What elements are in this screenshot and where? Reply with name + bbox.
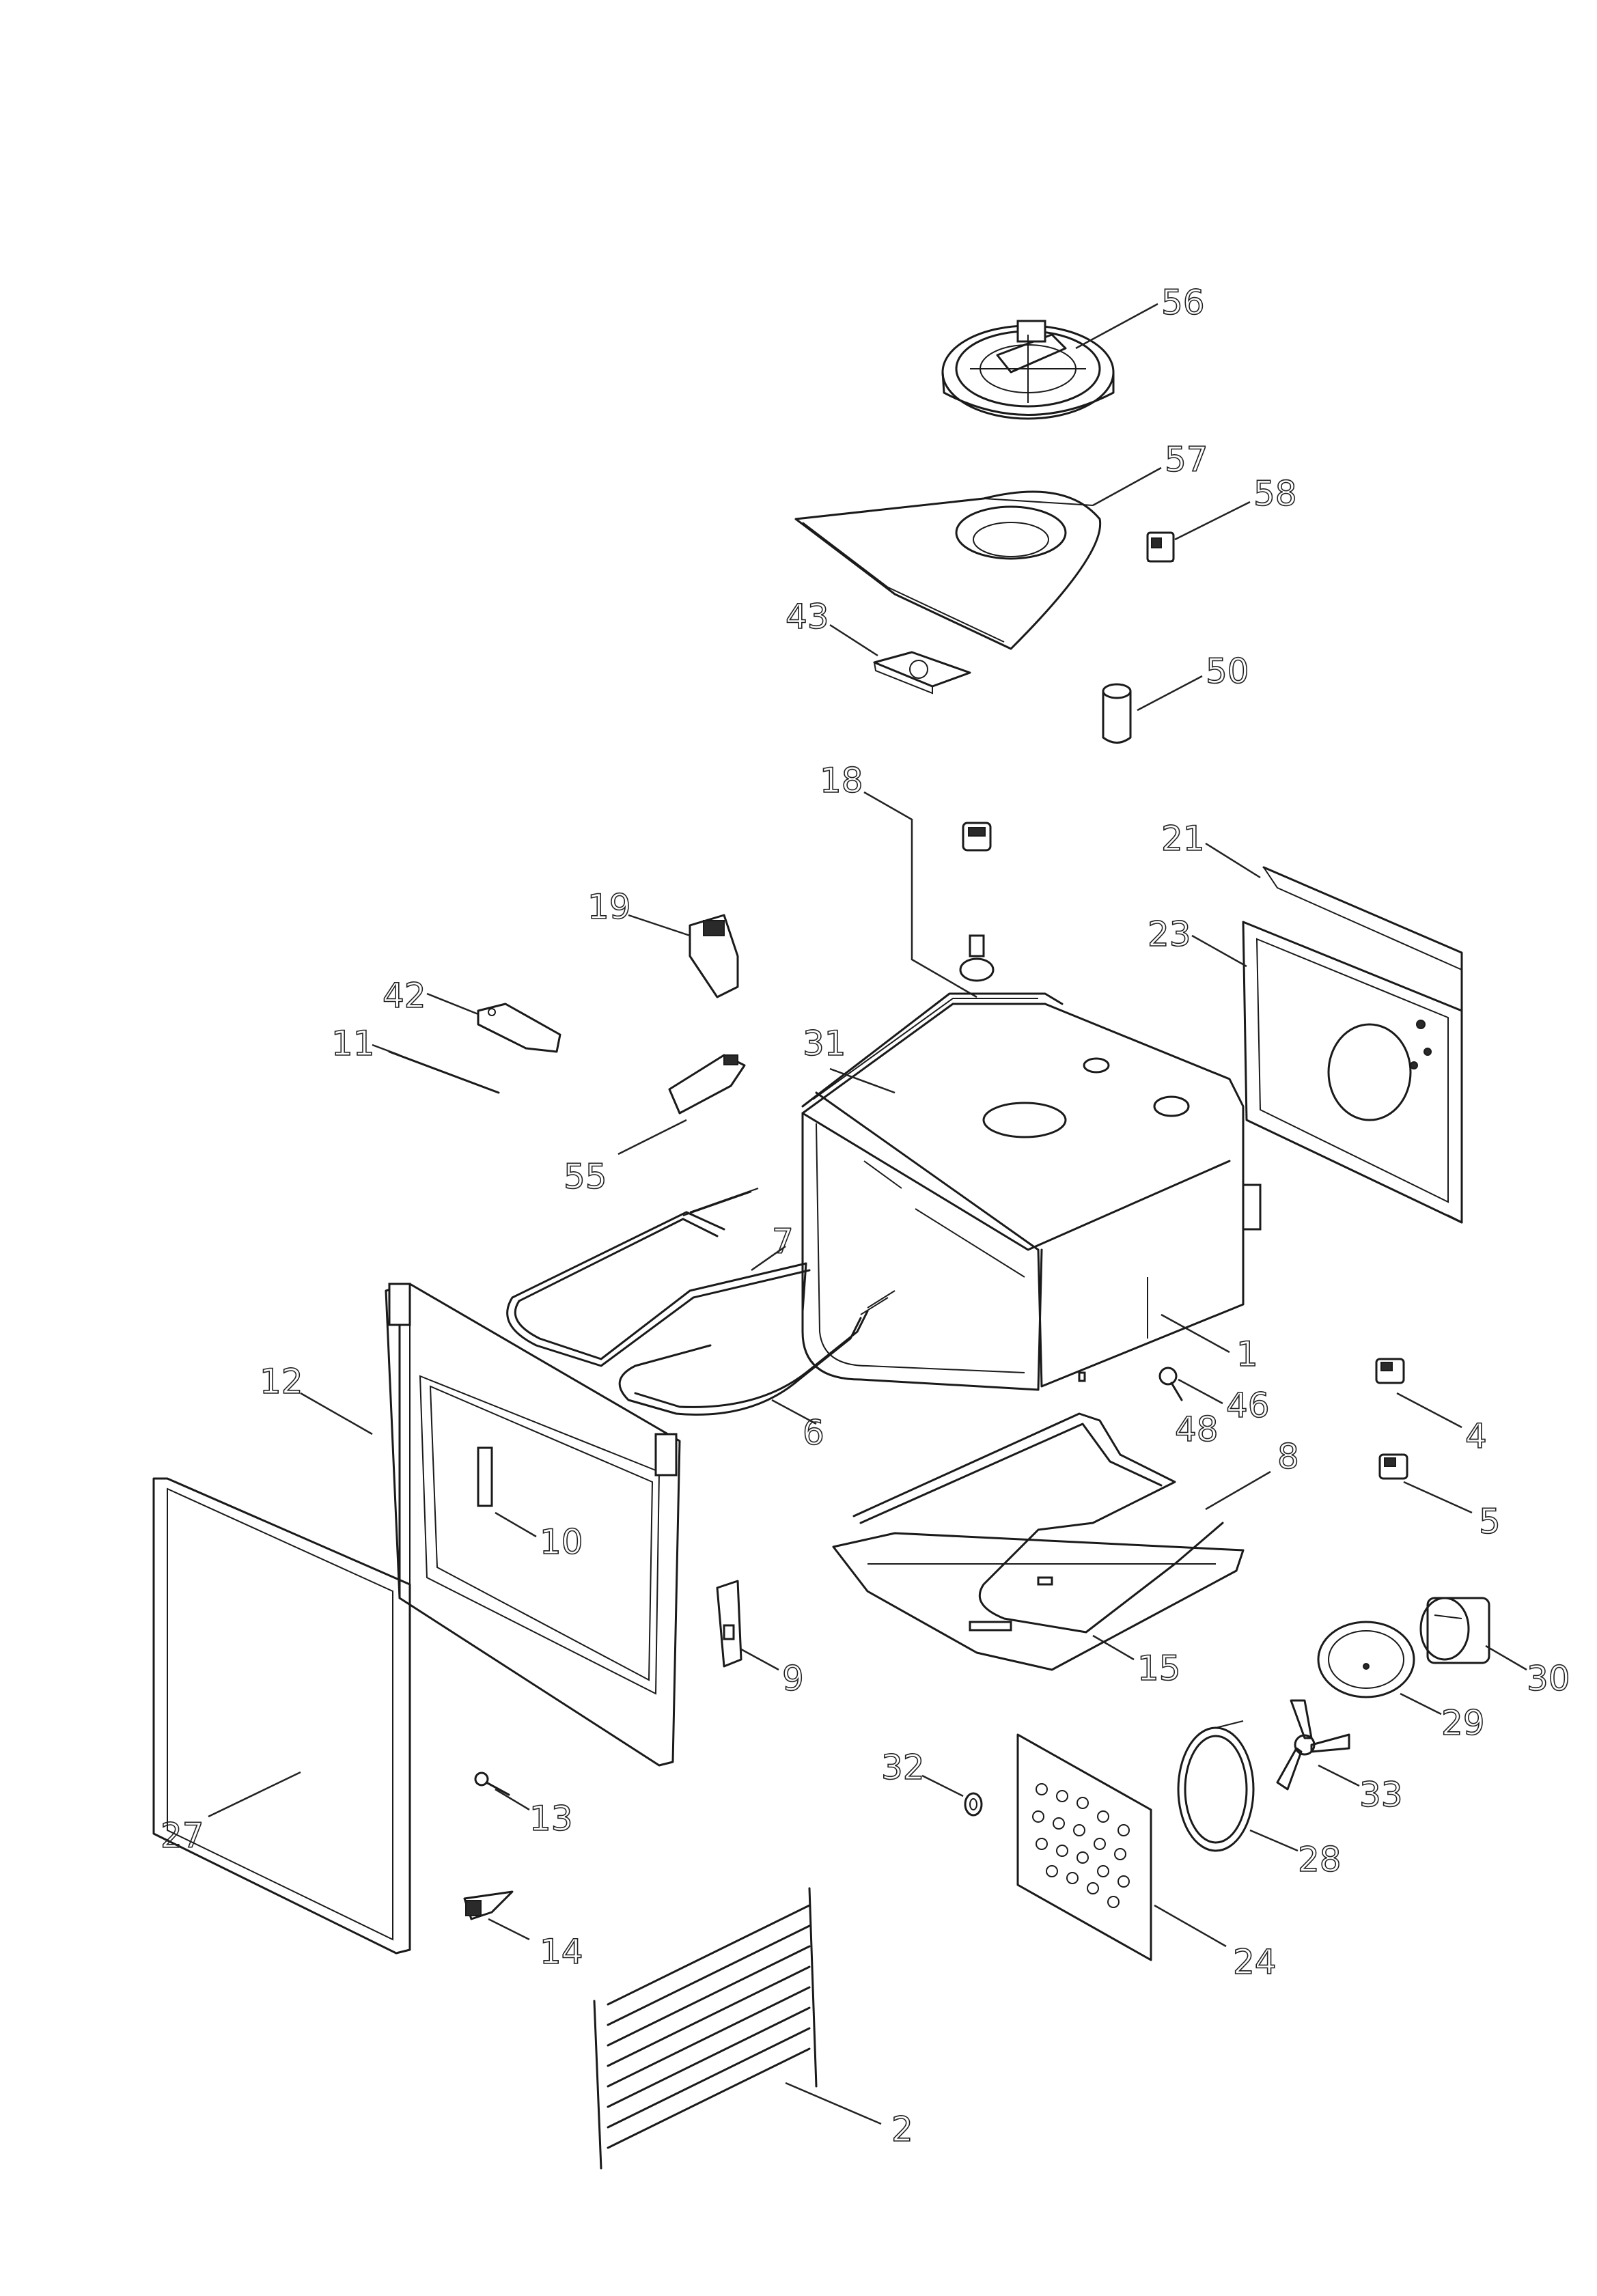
label-6: 6	[803, 1413, 824, 1453]
part-28-circular-element	[1177, 1720, 1255, 1852]
part-27-door-glass	[152, 1477, 411, 1955]
part-31-top-insulation	[801, 992, 1064, 1108]
label-2: 2	[891, 2110, 913, 2149]
part-labels: 56 57 58 43 50 18 21 23 19 42 11 31 55 7…	[160, 282, 1570, 2150]
label-5: 5	[1479, 1502, 1501, 1541]
label-15: 15	[1137, 1649, 1181, 1688]
part-30-fan-motor	[1419, 1597, 1490, 1664]
part-2-side-rack	[593, 1887, 818, 2170]
label-8: 8	[1277, 1437, 1299, 1476]
label-55: 55	[564, 1157, 607, 1196]
label-23: 23	[1148, 914, 1191, 954]
label-21: 21	[1161, 819, 1205, 858]
part-9-side-bracket	[716, 1580, 742, 1668]
label-29: 29	[1441, 1703, 1485, 1743]
label-18: 18	[820, 761, 863, 800]
label-4: 4	[1465, 1416, 1487, 1456]
part-33-fan-blade	[1276, 1699, 1350, 1791]
label-11: 11	[331, 1024, 375, 1063]
part-32-nut	[964, 1792, 983, 1817]
part-7-top-heating-element	[506, 1188, 811, 1367]
part-11-rod	[388, 1050, 500, 1094]
part-15-bottom-tray	[832, 1532, 1245, 1671]
label-46: 46	[1226, 1386, 1270, 1425]
part-8-lower-heating-element	[852, 1412, 1224, 1634]
part-58-switch	[1146, 531, 1175, 563]
label-28: 28	[1298, 1840, 1342, 1879]
part-42-hinge-bracket	[477, 1003, 561, 1053]
part-21-insulation	[1262, 866, 1463, 1224]
part-6-heating-element	[618, 1290, 895, 1416]
part-43-plate	[873, 651, 971, 695]
label-50: 50	[1206, 652, 1249, 691]
label-7: 7	[772, 1222, 794, 1261]
label-43: 43	[786, 597, 829, 636]
label-12: 12	[260, 1362, 303, 1401]
part-18-oven-lamp	[959, 822, 995, 982]
part-1-oven-cavity	[801, 1003, 1262, 1391]
label-9: 9	[782, 1659, 804, 1698]
label-31: 31	[803, 1024, 846, 1063]
label-14: 14	[540, 1932, 583, 1972]
label-10: 10	[540, 1522, 583, 1562]
part-46-clip	[1158, 1367, 1183, 1401]
label-42: 42	[383, 976, 426, 1016]
label-57: 57	[1165, 440, 1208, 479]
label-27: 27	[161, 1816, 204, 1856]
part-48-small-fixing	[1078, 1371, 1086, 1382]
part-29-fan-plate	[1317, 1621, 1415, 1698]
part-5-switch	[1378, 1453, 1408, 1480]
part-55-door-lock	[668, 1054, 746, 1115]
part-19-bracket	[689, 914, 739, 998]
part-24-fan-cover	[1016, 1733, 1152, 1961]
label-56: 56	[1161, 283, 1205, 322]
label-58: 58	[1253, 474, 1297, 514]
part-50-bushing	[1102, 683, 1132, 744]
part-13-screw	[474, 1772, 510, 1796]
label-24: 24	[1233, 1942, 1277, 1982]
part-23-back-panel	[1242, 921, 1463, 1224]
label-13: 13	[529, 1799, 573, 1838]
label-48: 48	[1175, 1410, 1219, 1449]
label-32: 32	[881, 1748, 925, 1787]
label-19: 19	[587, 887, 631, 927]
part-12-door-frame	[385, 1283, 681, 1767]
part-57-fan-duct	[794, 490, 1102, 650]
label-33: 33	[1359, 1775, 1403, 1815]
label-1: 1	[1236, 1334, 1258, 1374]
part-4-switch	[1375, 1358, 1405, 1384]
label-30: 30	[1527, 1659, 1570, 1698]
part-14-door-clip	[463, 1890, 514, 1920]
part-56-cooling-fan	[941, 320, 1115, 420]
